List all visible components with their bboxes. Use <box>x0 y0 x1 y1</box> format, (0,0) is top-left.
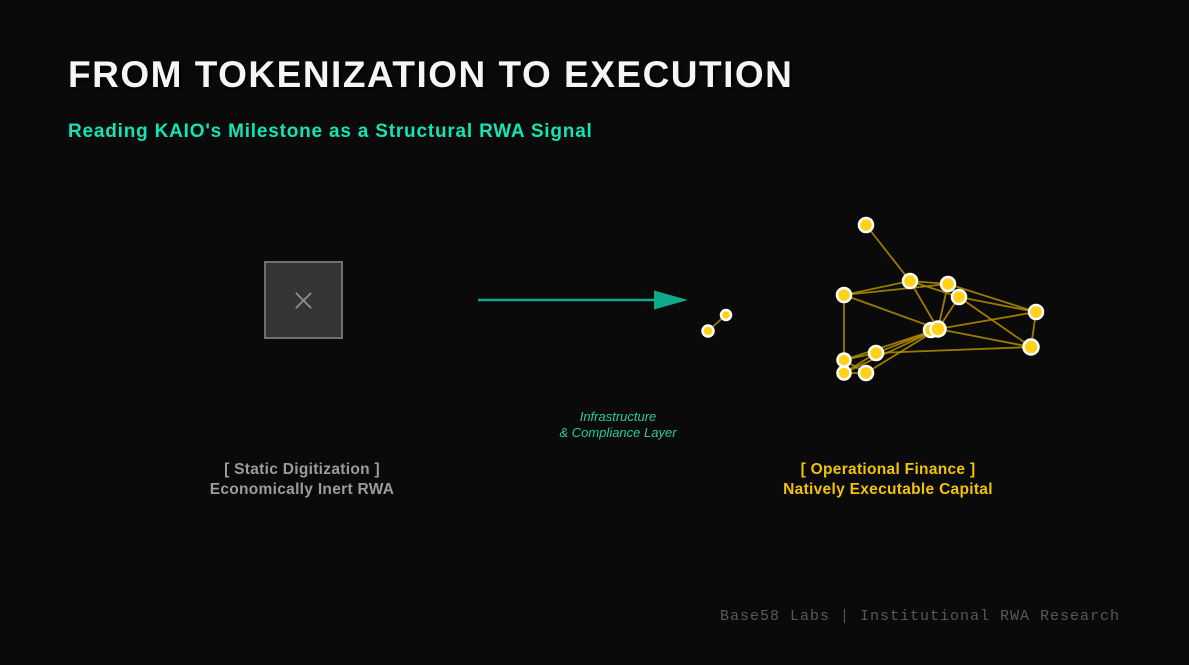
static-digitization-label: [ Static Digitization ] Economically Ine… <box>142 460 462 500</box>
network-edge <box>875 346 1032 354</box>
network-node <box>867 344 885 362</box>
static-digitization-line2: Economically Inert RWA <box>209 481 395 498</box>
network-edge <box>865 224 911 282</box>
page-title: FROM TOKENIZATION TO EXECUTION <box>68 54 794 95</box>
network-node <box>836 365 852 381</box>
transition-arrow-head <box>654 290 688 310</box>
operational-finance-line1: [ Operational Finance ] <box>800 461 976 478</box>
page-subtitle: Reading KAIO's Milestone as a Structural… <box>68 121 593 142</box>
network-edge <box>843 352 877 374</box>
network-node <box>836 352 852 368</box>
network-edge <box>937 328 1032 348</box>
network-node <box>719 308 733 322</box>
network-edge <box>843 294 939 330</box>
network-edge <box>947 283 1037 313</box>
footer-credit: Base58 Labs | Institutional RWA Research <box>719 608 1120 625</box>
network-edge <box>843 352 877 361</box>
x-mark-icon <box>295 291 312 309</box>
network-edge <box>865 328 939 374</box>
static-digitization-line1: [ Static Digitization ] <box>224 461 380 478</box>
arrow-caption-line1: Infrastructure <box>579 409 657 424</box>
network-edge <box>1030 311 1037 348</box>
network-edge <box>875 328 939 354</box>
network-edge <box>947 283 960 298</box>
network-node <box>939 275 957 293</box>
network-node <box>950 288 968 306</box>
network-node <box>1027 303 1045 321</box>
network-edge <box>843 328 939 374</box>
arrow-caption: Infrastructure & Compliance Layer <box>468 409 768 441</box>
network-edge <box>707 314 727 332</box>
network-edge <box>909 280 960 298</box>
network-node <box>929 320 947 338</box>
network-edge <box>937 296 960 330</box>
network-edge <box>843 283 949 296</box>
arrow-caption-line2: & Compliance Layer <box>559 425 677 440</box>
network-edge <box>937 311 1037 330</box>
network-node <box>857 216 875 234</box>
network-edge <box>937 283 949 330</box>
network-edge <box>843 359 867 374</box>
network-node <box>901 272 919 290</box>
network-node <box>835 286 853 304</box>
network-node <box>922 321 940 339</box>
network-edge <box>958 296 1037 313</box>
network-node <box>1022 338 1040 356</box>
network-edge <box>843 328 939 361</box>
network-edge <box>958 296 1032 348</box>
network-edge <box>843 280 911 296</box>
operational-finance-line2: Natively Executable Capital <box>783 481 993 498</box>
network-node <box>701 324 715 338</box>
network-node <box>857 364 875 382</box>
network-edge <box>909 280 939 330</box>
operational-finance-label: [ Operational Finance ] Natively Executa… <box>728 460 1048 500</box>
network-edge <box>909 280 949 285</box>
inert-asset-box <box>264 261 343 339</box>
